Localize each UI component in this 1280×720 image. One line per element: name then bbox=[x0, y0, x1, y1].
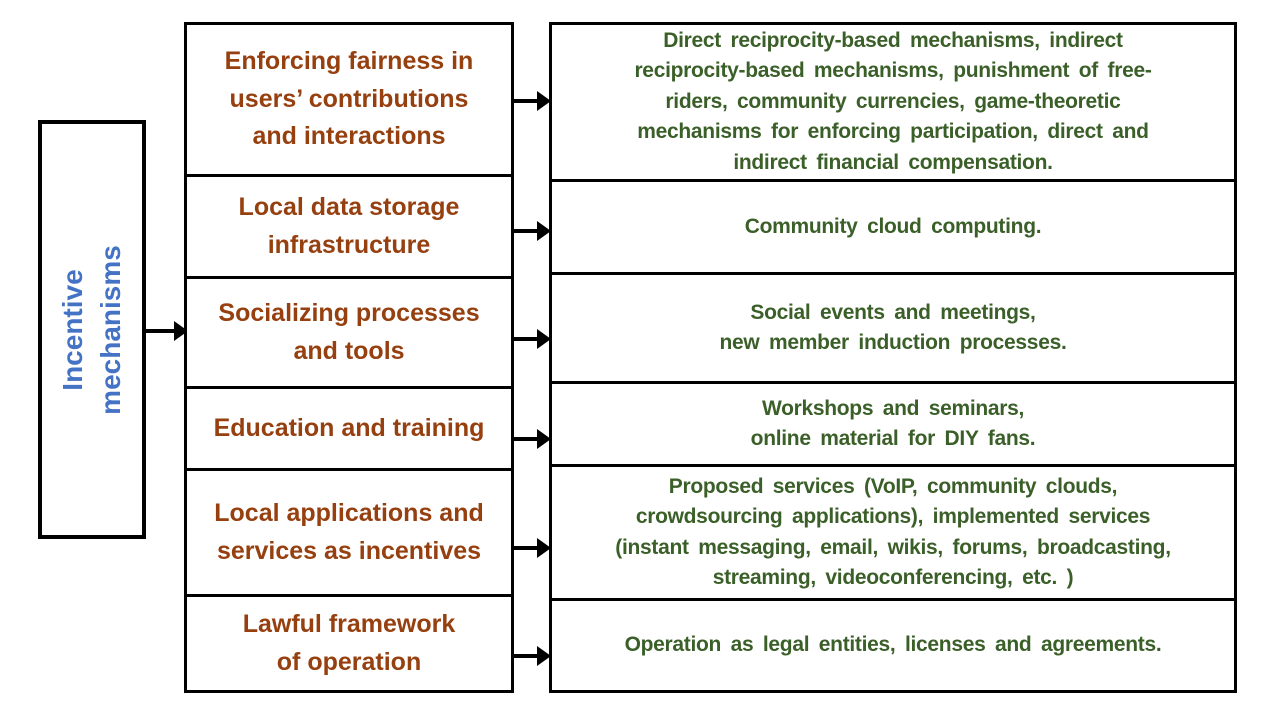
category-box: Enforcing fairness in users’ contributio… bbox=[187, 25, 511, 177]
arrow-shaft bbox=[144, 329, 176, 333]
arrow-head bbox=[537, 538, 551, 558]
arrow-shaft bbox=[512, 654, 539, 658]
right-arrow-icon bbox=[512, 221, 551, 241]
root-box: Incentive mechanisms bbox=[38, 120, 146, 539]
detail-box: Social events and meetings, new member i… bbox=[552, 275, 1234, 384]
right-arrow-icon bbox=[512, 646, 551, 666]
arrow-shaft bbox=[512, 337, 539, 341]
categories-column: Enforcing fairness in users’ contributio… bbox=[184, 22, 514, 693]
detail-box: Operation as legal entities, licenses an… bbox=[624, 633, 1162, 657]
right-arrow-icon bbox=[512, 429, 551, 449]
right-arrow-icon bbox=[512, 329, 551, 349]
main-arrow-icon bbox=[144, 321, 188, 341]
category-box: Lawful framework of operation bbox=[242, 610, 456, 676]
category-box: Local applications and services as incen… bbox=[187, 471, 511, 597]
detail-box: Direct reciprocity-based mechanisms, ind… bbox=[552, 25, 1234, 182]
arrow-head bbox=[537, 429, 551, 449]
details-column: Direct reciprocity-based mechanisms, ind… bbox=[549, 22, 1237, 693]
arrow-head bbox=[537, 91, 551, 111]
right-arrow-icon bbox=[512, 538, 551, 558]
arrow-head bbox=[537, 221, 551, 241]
arrow-shaft bbox=[512, 99, 539, 103]
arrow-head bbox=[537, 329, 551, 349]
category-box: Local data storage infrastructure bbox=[187, 177, 511, 279]
detail-box: Community cloud computing. bbox=[552, 182, 1234, 275]
category-box: Education and training bbox=[187, 389, 511, 471]
right-arrow-icon bbox=[512, 91, 551, 111]
detail-box: Workshops and seminars, online material … bbox=[552, 384, 1234, 467]
category-box: Socializing processes and tools bbox=[187, 279, 511, 389]
arrow-shaft bbox=[512, 437, 539, 441]
arrow-head bbox=[537, 646, 551, 666]
arrow-shaft bbox=[512, 229, 539, 233]
arrow-shaft bbox=[512, 546, 539, 550]
root-label: Incentive mechanisms bbox=[57, 244, 126, 415]
detail-box: Proposed services (VoIP, community cloud… bbox=[552, 467, 1234, 601]
